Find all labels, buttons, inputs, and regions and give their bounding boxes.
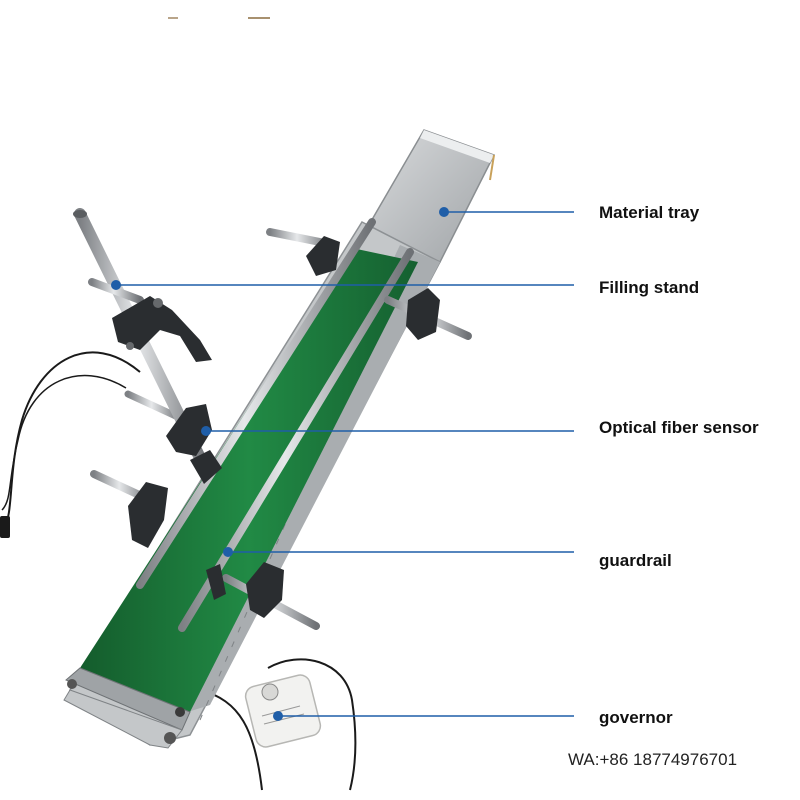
sensor-cable bbox=[3, 351, 141, 531]
leader-dot-guardrail bbox=[223, 547, 233, 557]
leader-lines bbox=[111, 207, 574, 721]
clamps bbox=[112, 236, 440, 618]
label-governor: governor bbox=[599, 708, 673, 727]
leader-dot-governor bbox=[273, 711, 283, 721]
label-optical-fiber-sensor: Optical fiber sensor bbox=[599, 418, 759, 437]
label-material-tray: Material tray bbox=[599, 203, 700, 222]
governor-cable bbox=[267, 658, 357, 791]
conveyor-end bbox=[63, 667, 191, 749]
label-guardrail: guardrail bbox=[599, 551, 672, 570]
conveyor-belt bbox=[80, 248, 418, 712]
leader-dot-material-tray bbox=[439, 207, 449, 217]
cable-plug bbox=[0, 516, 10, 538]
sensor-cable bbox=[1, 374, 127, 511]
contact-watermark: WA:+86 18774976701 bbox=[568, 750, 738, 769]
governor-unit bbox=[244, 674, 322, 748]
leader-dot-filling-stand bbox=[111, 280, 121, 290]
leader-dot-optical-fiber-sensor bbox=[201, 426, 211, 436]
label-filling-stand: Filling stand bbox=[599, 278, 700, 297]
